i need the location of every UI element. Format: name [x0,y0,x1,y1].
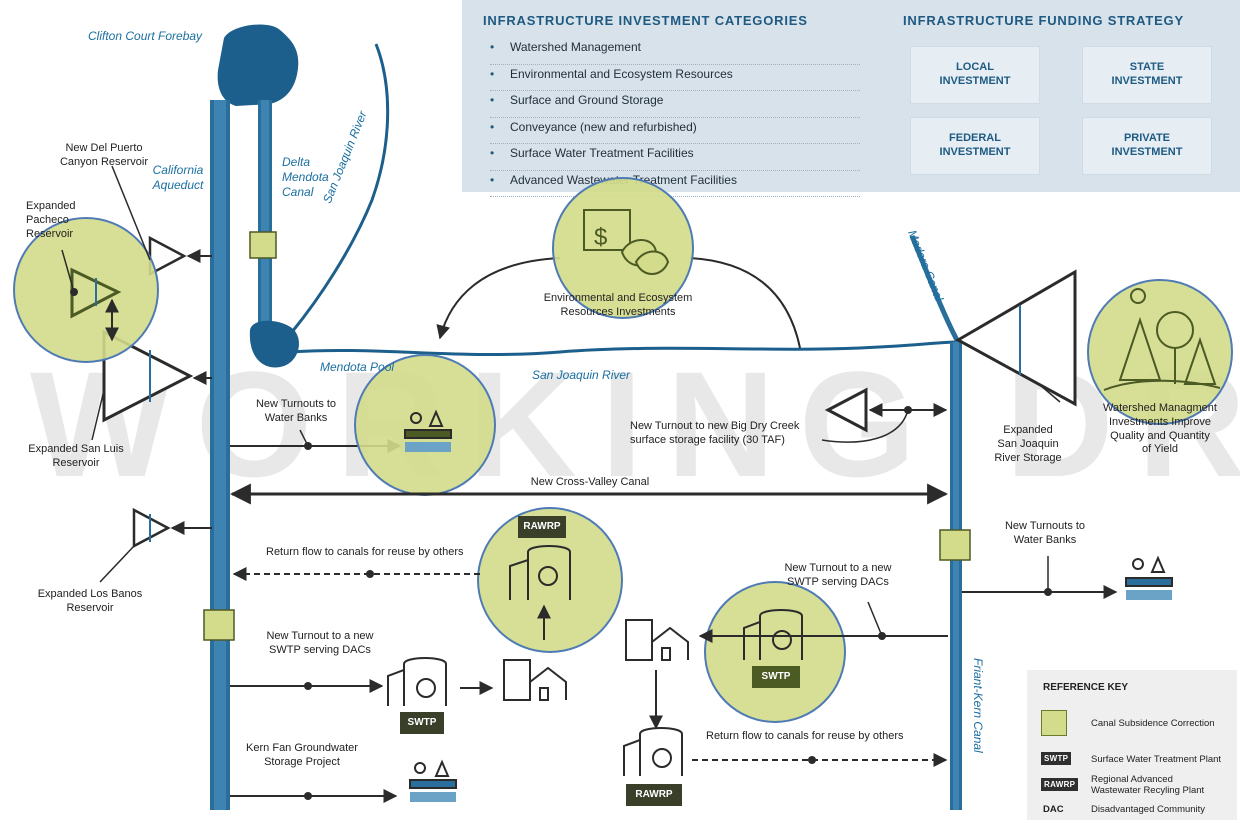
categories-list: •Watershed Management •Environmental and… [490,38,860,197]
rawrp-right-tag: RAWRP [626,784,682,806]
mendota-pool-shape [249,320,299,368]
san-luis-reservoir [102,329,194,423]
madera-canal [909,235,961,344]
reference-item-label: Regional Advanced Wastewater Recyling Pl… [1091,774,1205,796]
swtp-left-label: New Turnout to a new SWTP serving DACs [266,630,374,656]
sj-storage-label: Expanded San Joaquin River Storage [994,424,1062,464]
category-item: •Environmental and Ecosystem Resources [490,65,860,91]
category-item: •Watershed Management [490,38,860,65]
funding-private: PRIVATE INVESTMENT [1082,117,1212,175]
san-joaquin-river-label: San Joaquin River [532,368,631,382]
pacheco-label: Expanded Pacheco Reservoir [26,200,76,240]
reference-rawrp-tag: RAWRP [1041,778,1079,791]
subsidence-square [939,529,971,561]
reference-item-label: Disadvantaged Community [1091,804,1206,815]
return-right-label: Return flow to canals for reuse by other… [706,730,904,742]
eco-highlight [552,177,694,319]
kern-water-bank-icon [409,759,457,802]
clifton-forebay-shape [217,24,299,106]
funding-federal: FEDERAL INVESTMENT [910,117,1040,175]
category-item: •Surface and Ground Storage [490,91,860,118]
reference-item-label: Surface Water Treatment Plant [1091,754,1222,765]
reference-key-title: REFERENCE KEY [1043,682,1129,693]
swtp-right-tag: SWTP [752,666,800,688]
reference-key: REFERENCE KEY Canal Subsidence Correctio… [1027,670,1237,820]
cross-valley-label: New Cross-Valley Canal [530,476,650,488]
eco-icon: $ [583,209,670,275]
rawrp-right-icon [623,727,683,776]
eco-arc-left [436,257,561,340]
rawrp-left-icon [509,545,571,600]
funding-title: INFRASTRUCTURE FUNDING STRATEGY [903,13,1184,28]
san-joaquin-river-north [290,43,390,333]
eco-investments-label: Environmental and Ecosystem Resources In… [543,292,693,318]
big-dry-creek-reservoir [824,387,868,433]
sj-river-storage [954,269,1077,407]
friant-kern-label: Friant-Kern Canal [971,658,985,753]
categories-title: INFRASTRUCTURE INVESTMENT CATEGORIES [483,13,808,28]
big-dry-creek-label: New Turnout to new Big Dry Creek surface… [630,420,800,446]
san-luis-label: Expanded San Luis Reservoir [28,443,124,469]
category-item: •Conveyance (new and refurbished) [490,118,860,144]
mendota-pool-label: Mendota Pool [320,360,395,374]
turnouts-left-label: New Turnouts to Water Banks [255,398,337,424]
water-bank-icon [404,409,452,452]
reference-dac-key: DAC [1043,804,1064,815]
watershed-icon [1103,288,1221,391]
return-left-label: Return flow to canals for reuse by other… [266,546,464,558]
swtp-right-label: New Turnout to a new SWTP serving DACs [784,562,892,588]
dac-left-icon [503,659,567,701]
swtp-right-icon [743,609,803,660]
subsidence-swatch [1041,710,1067,736]
reference-swtp-tag: SWTP [1041,752,1072,765]
california-aqueduct-label: California Aqueduct [152,163,204,192]
funding-state: STATE INVESTMENT [1082,46,1212,104]
rawrp-left-tag: RAWRP [518,516,566,538]
del-puerto-label: New Del Puerto Canyon Reservoir [59,142,149,168]
water-bank-highlight [354,354,496,496]
pacheco-highlight [13,217,159,363]
subsidence-square [249,231,277,259]
svg-text:$: $ [594,224,607,251]
watershed-highlight [1087,279,1233,425]
kern-fan-label: Kern Fan Groundwater Storage Project [246,742,358,768]
rawrp-left-highlight [477,507,623,653]
watershed-label: Watershed Managment Investments Improve … [1103,402,1217,456]
funding-local: LOCAL INVESTMENT [910,46,1040,104]
clifton-court-label: Clifton Court Forebay [88,29,203,43]
subsidence-square [203,609,235,641]
san-joaquin-river [289,340,959,357]
delta-mendota-label: Delta Mendota Canal [282,155,329,199]
swtp-right-highlight [704,581,846,723]
turnouts-right-label: New Turnouts to Water Banks [1004,520,1086,546]
reference-item-label: Canal Subsidence Correction [1091,718,1215,729]
eco-arc-right [689,257,801,349]
category-item: •Surface Water Treatment Facilities [490,144,860,171]
right-water-bank-icon [1125,555,1173,600]
swtp-left-icon [387,657,447,706]
los-banos-label: Expanded Los Banos Reservoir [37,588,143,614]
swtp-left-tag: SWTP [400,712,444,734]
dac-right-icon [625,619,689,661]
